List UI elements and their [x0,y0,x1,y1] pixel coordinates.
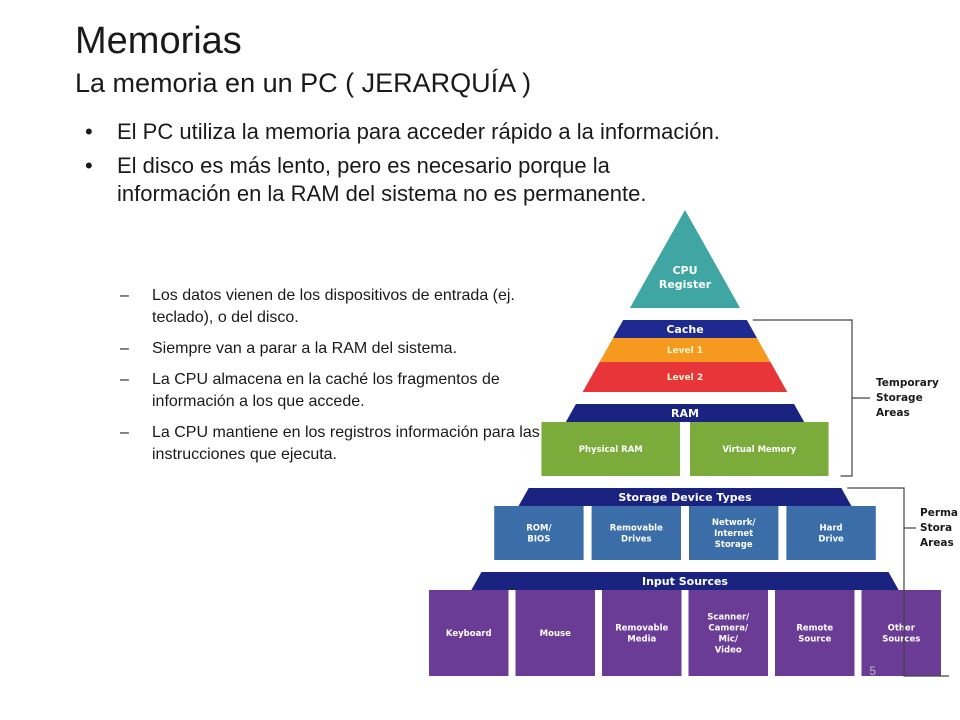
ram-cell-box [690,422,829,476]
cache-level2-label: Level 2 [667,373,703,383]
cpu-register-tier [629,210,741,308]
input-cell-box [429,590,509,676]
input-cell-label: Keyboard [446,629,492,639]
sub-bullet-item: La CPU mantiene en los registros informa… [120,422,565,466]
cache-header-label: Cache [666,323,703,336]
storage-cell-label: ROM/BIOS [526,524,552,545]
input-cell-box [861,590,941,676]
ram-header-label: RAM [671,407,699,420]
storage-cell-box [689,506,779,560]
sub-bullet-item: Siempre van a parar a la RAM del sistema… [120,338,565,360]
input-cell-label: Scanner/Camera/Mic/Video [707,613,750,656]
storage-cell-box [494,506,584,560]
input-cell-box [515,590,595,676]
slide-subtitle: La memoria en un PC ( JERARQUÍA ) [75,68,532,98]
bullet-item: El disco es más lento, pero es necesario… [85,152,725,208]
sub-bullet-list: Los datos vienen de los dispositivos de … [120,285,565,475]
input-cell-box [775,590,855,676]
sub-bullet-item: La CPU almacena en la caché los fragment… [120,369,565,413]
storage-cell-box [591,506,681,560]
input-header-band [471,572,899,590]
ram-header-band [565,404,805,422]
ram-cell-label: Physical RAM [579,445,643,455]
bullet-item: El PC utiliza la memoria para acceder rá… [85,118,725,146]
sub-bullet-item: Los datos vienen de los dispositivos de … [120,285,565,329]
ram-cell-label: Virtual Memory [722,445,796,455]
storage-header-label: Storage Device Types [618,491,752,504]
page-number: 5 [869,664,876,678]
storage-cell-box [786,506,876,560]
input-cell-label: Mouse [540,629,571,639]
input-cell-box [688,590,768,676]
slide-title: Memorias [75,20,242,62]
bullet-list: El PC utiliza la memoria para acceder rá… [85,118,725,214]
input-cell-box [602,590,682,676]
cache-level1-label: Level 1 [667,346,703,356]
cache-level1-band [599,338,771,362]
cache-header-band [613,320,757,338]
permanent-storage-bracket [847,487,949,677]
input-header-label: Input Sources [642,575,728,588]
storage-header-band [518,488,852,506]
cache-level2-band [582,362,788,392]
